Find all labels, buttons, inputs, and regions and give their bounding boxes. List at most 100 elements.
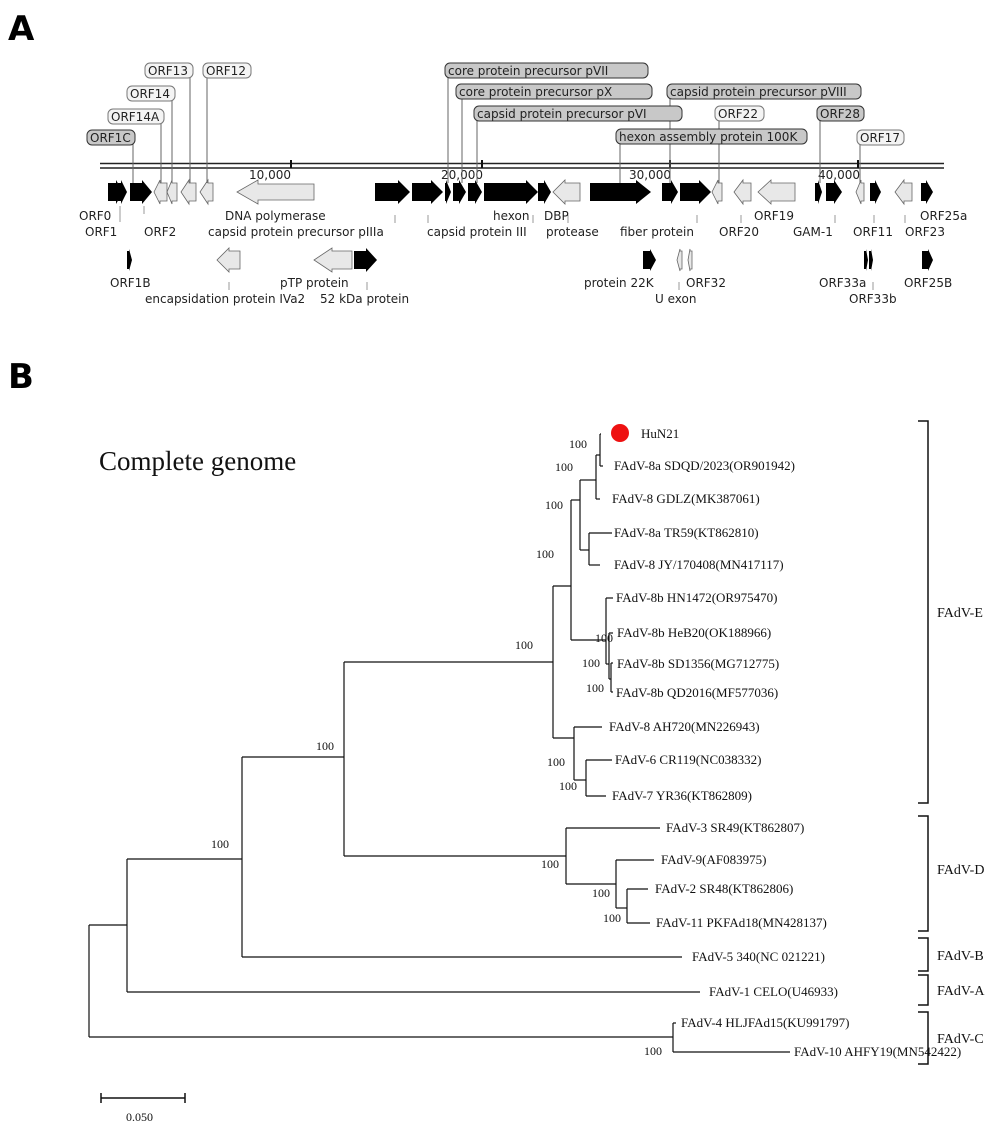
gene-label: ORF1 <box>85 225 117 239</box>
gene-label: core protein precursor pX <box>459 85 612 99</box>
gene-label: ORF2 <box>144 225 176 239</box>
gene-label: ORF12 <box>206 64 246 78</box>
taxon-label: FAdV-3 SR49(KT862807) <box>666 820 804 835</box>
gene-label: 52 kDa protein <box>320 292 409 306</box>
bootstrap-value: 100 <box>569 437 587 451</box>
gene-label: ORF22 <box>718 107 758 121</box>
panel-a-label: A <box>8 9 35 49</box>
gene-label: ORF23 <box>905 225 945 239</box>
gene-label: ORF25a <box>920 209 967 223</box>
gene-label: hexon <box>493 209 529 223</box>
bootstrap-value: 100 <box>644 1044 662 1058</box>
clade-label: FAdV-B <box>937 949 984 964</box>
taxon-labels: HuN21 FAdV-8a SDQD/2023(OR901942) FAdV-8… <box>609 426 961 1059</box>
bootstrap-value: 100 <box>545 498 563 512</box>
gene-label: ORF0 <box>79 209 111 223</box>
taxon-label: FAdV-8b HN1472(OR975470) <box>616 590 777 605</box>
gene-label: ORF14 <box>130 87 170 101</box>
highlight-marker <box>611 424 629 442</box>
top-labels: ORF13 ORF12 ORF14 ORF14A ORF1C core prot… <box>86 62 905 146</box>
gene-label: GAM-1 <box>793 225 833 239</box>
gene-label: capsid protein III <box>427 225 527 239</box>
gene-label: DBP <box>544 209 569 223</box>
scale-bar-label: 0.050 <box>126 1110 153 1124</box>
scale-bar: 0.050 <box>100 1093 186 1124</box>
bootstrap-value: 100 <box>316 739 334 753</box>
gene-label: DNA polymerase <box>225 209 326 223</box>
clade-label: FAdV-C <box>937 1032 984 1047</box>
gene-label: capsid protein precursor pVIII <box>670 85 847 99</box>
bootstrap-value: 100 <box>547 755 565 769</box>
taxon-label: FAdV-8b SD1356(MG712775) <box>617 656 779 671</box>
gene-label: ORF19 <box>754 209 794 223</box>
taxon-label: FAdV-10 AHFY19(MN542422) <box>794 1044 961 1059</box>
gene-label: ORF13 <box>148 64 188 78</box>
taxon-label: FAdV-8b HeB20(OK188966) <box>617 625 771 640</box>
gene-label: encapsidation protein IVa2 <box>145 292 305 306</box>
below-label-leaders <box>119 206 906 290</box>
below-labels-row1: ORF0 ORF1 ORF2 DNA polymerase capsid pro… <box>79 209 967 239</box>
taxon-label: FAdV-4 HLJFAd15(KU991797) <box>681 1015 849 1030</box>
gene-label: fiber protein <box>620 225 694 239</box>
bootstrap-value: 100 <box>211 837 229 851</box>
taxon-label: FAdV-8a SDQD/2023(OR901942) <box>614 458 795 473</box>
taxon-label: FAdV-2 SR48(KT862806) <box>655 881 793 896</box>
gene-label: ORF11 <box>853 225 893 239</box>
genome-map: 10,000 20,000 30,000 40,000 <box>79 62 967 306</box>
tree-title: Complete genome <box>99 446 296 476</box>
bootstrap-value: 100 <box>603 911 621 925</box>
taxon-label: FAdV-5 340(NC 021221) <box>692 949 825 964</box>
taxon-label: FAdV-11 PKFAd18(MN428137) <box>656 915 827 930</box>
gene-arrows-row1 <box>108 178 933 206</box>
gene-label: capsid protein precursor pVI <box>477 107 647 121</box>
ruler-tick-label: 40,000 <box>818 168 860 182</box>
gene-label: ORF33b <box>849 292 897 306</box>
clade-label: FAdV-E <box>937 606 983 621</box>
taxon-label: FAdV-8 GDLZ(MK387061) <box>612 491 760 506</box>
gene-label: ORF17 <box>860 131 900 145</box>
clade-brackets <box>918 420 929 1065</box>
taxon-label: FAdV-8a TR59(KT862810) <box>614 525 759 540</box>
gene-arrows-row2 <box>127 247 933 273</box>
taxon-label: FAdV-7 YR36(KT862809) <box>612 788 752 803</box>
clade-label: FAdV-D <box>937 863 984 878</box>
gene-label: ORF25B <box>904 276 952 290</box>
top-label-leaders <box>132 70 861 183</box>
ruler-tick-label: 10,000 <box>249 168 291 182</box>
gene-label: protease <box>546 225 599 239</box>
bootstrap-value: 100 <box>541 857 559 871</box>
gene-label: ORF1B <box>110 276 151 290</box>
taxon-label: FAdV-1 CELO(U46933) <box>709 984 838 999</box>
gene-label: capsid protein precursor pIIIa <box>208 225 384 239</box>
taxon-label: FAdV-8 AH720(MN226943) <box>609 719 760 734</box>
gene-label: ORF28 <box>820 107 860 121</box>
bootstrap-labels: 100 100 100 100 100 100 100 100 100 100 … <box>211 437 662 1058</box>
below-labels-row2: ORF1B encapsidation protein IVa2 pTP pro… <box>110 276 952 306</box>
bootstrap-value: 100 <box>559 779 577 793</box>
bootstrap-value: 100 <box>555 460 573 474</box>
taxon-label: FAdV-9(AF083975) <box>661 852 766 867</box>
bootstrap-value: 100 <box>595 631 613 645</box>
taxon-label: HuN21 <box>641 426 679 441</box>
gene-label: ORF32 <box>686 276 726 290</box>
taxon-label: FAdV-8b QD2016(MF577036) <box>616 685 778 700</box>
taxon-label: FAdV-8 JY/170408(MN417117) <box>614 557 784 572</box>
gene-label: ORF33a <box>819 276 866 290</box>
phylogenetic-tree <box>88 433 790 1053</box>
gene-label: hexon assembly protein 100K <box>619 130 798 144</box>
bootstrap-value: 100 <box>515 638 533 652</box>
gene-label: ORF20 <box>719 225 759 239</box>
gene-label: pTP protein <box>280 276 349 290</box>
panel-b-label: B <box>8 357 34 397</box>
ruler-tick-label: 30,000 <box>629 168 671 182</box>
gene-label: U exon <box>655 292 696 306</box>
bootstrap-value: 100 <box>586 681 604 695</box>
gene-label: ORF14A <box>111 110 160 124</box>
gene-label: core protein precursor pVII <box>448 64 608 78</box>
gene-label: protein 22K <box>584 276 655 290</box>
clade-labels: FAdV-E FAdV-D FAdV-B FAdV-A FAdV-C <box>937 606 985 1047</box>
gene-label: ORF1C <box>90 131 131 145</box>
clade-label: FAdV-A <box>937 984 985 999</box>
bootstrap-value: 100 <box>536 547 554 561</box>
